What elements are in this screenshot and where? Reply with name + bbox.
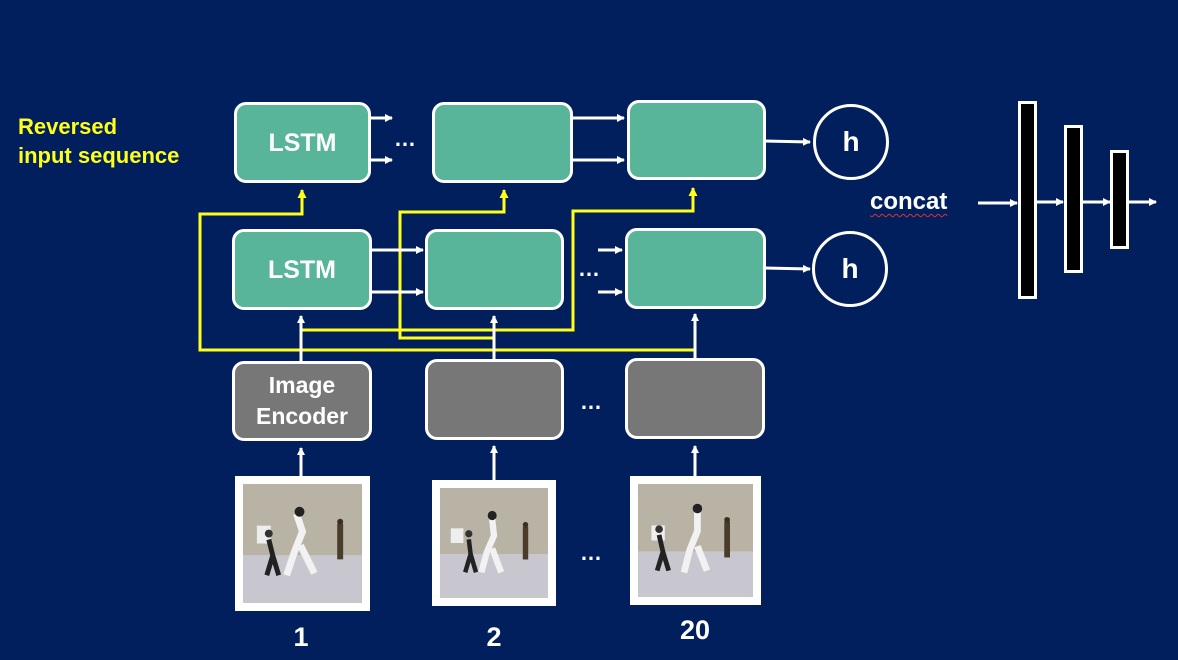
fc-layer-3 (1110, 150, 1129, 249)
reverse-lstm-cell-1: LSTM (234, 102, 371, 183)
concat-label: concat (870, 188, 948, 215)
reverse-lstm-cell-2 (432, 102, 573, 183)
reverse-paths (198, 187, 698, 352)
ellipsis-encoder: … (580, 389, 603, 414)
hidden-state-forward: h (812, 231, 888, 307)
encoder-label: Image Encoder (235, 370, 369, 432)
reverse-lstm-cell-20 (627, 100, 766, 180)
forward-lstm-cell-1: LSTM (232, 229, 372, 310)
video-frame-20 (630, 476, 761, 605)
encoder-label-line2: Encoder (255, 403, 349, 429)
image-encoder-2 (425, 359, 564, 440)
fencing-photo-icon (638, 484, 753, 597)
lstm-label: LSTM (267, 255, 337, 284)
image-encoder-1: Image Encoder (232, 361, 372, 441)
ellipsis-top: … (394, 126, 417, 151)
hidden-state-reverse: h (813, 104, 889, 180)
fc-layer-1 (1018, 101, 1037, 299)
fencing-photo-icon (440, 488, 548, 598)
forward-lstm-cell-20 (625, 228, 766, 309)
reversed-label-line2: input sequence (18, 143, 180, 168)
frame-number-20: 20 (679, 615, 711, 645)
image-encoder-20 (625, 358, 765, 439)
forward-lstm-cell-2 (425, 229, 564, 310)
encoder-label-line1: Image (268, 372, 336, 398)
reversed-label-line1: Reversed (18, 114, 118, 139)
ellipsis-frames: … (580, 540, 603, 565)
ellipsis-middle: … (578, 256, 601, 281)
video-frame-2 (432, 480, 556, 606)
fencing-photo-icon (243, 484, 362, 603)
frame-number-1: 1 (293, 622, 309, 652)
reversed-sequence-label: Reversed input sequence (18, 112, 179, 170)
lstm-label: LSTM (268, 128, 337, 157)
video-frame-1 (235, 476, 370, 611)
fc-layer-2 (1064, 125, 1083, 273)
frame-number-2: 2 (486, 622, 502, 652)
